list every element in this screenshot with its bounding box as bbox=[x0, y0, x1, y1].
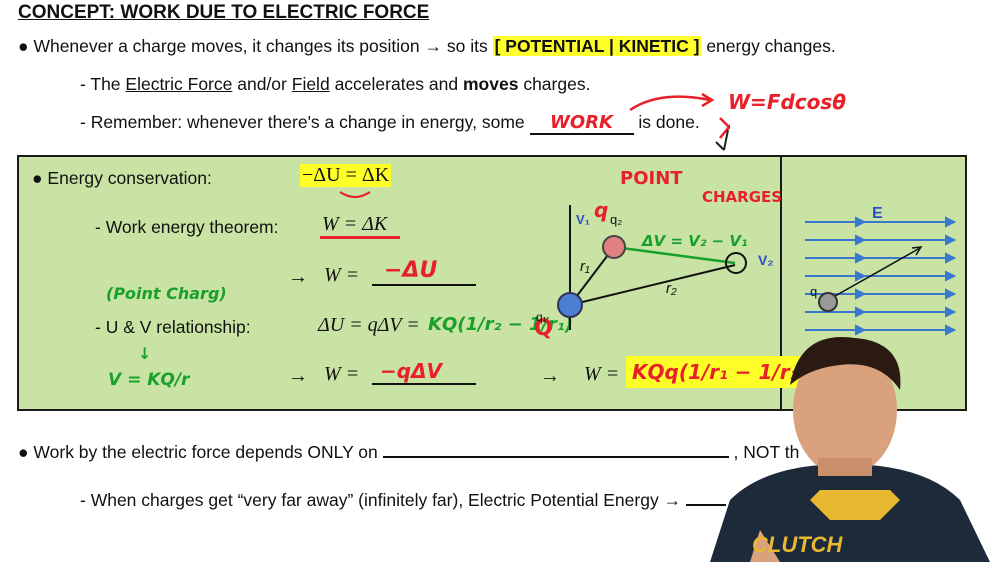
bullet: ● bbox=[18, 36, 29, 56]
intro-suffix: energy changes. bbox=[706, 36, 836, 56]
point-charge-diagram bbox=[557, 205, 747, 330]
end-text: charges. bbox=[523, 74, 591, 94]
presenter-video bbox=[710, 336, 990, 562]
energy-choice-highlight: [ POTENTIAL | KINETIC ] bbox=[492, 36, 702, 56]
e-field-label: E bbox=[872, 205, 883, 222]
point-charges-note: (Point Charg) bbox=[106, 284, 227, 303]
answer-blank-2: −qΔV bbox=[372, 359, 476, 385]
work-energy-label: - Work energy theorem: bbox=[95, 217, 279, 237]
w-answer-2: −qΔV bbox=[380, 359, 443, 383]
uv-equation: ΔU = qΔV = bbox=[318, 314, 420, 336]
v1-label: V₁ bbox=[576, 212, 591, 227]
work-depends-prefix: ● Work by the electric force depends ONL… bbox=[18, 442, 378, 462]
infinitely-far-text: - When charges get “very far away” (infi… bbox=[80, 490, 682, 510]
r2-label: r₂ bbox=[666, 280, 677, 297]
w-fdcos-note: W=Fdcosθ bbox=[728, 90, 847, 114]
down-arrow: ↓ bbox=[138, 344, 152, 363]
answer-blank-1: −ΔU bbox=[372, 258, 476, 286]
electric-force-line: - The Electric Force and/or Field accele… bbox=[80, 74, 590, 95]
work-answer: WORK bbox=[550, 112, 613, 133]
path-blank bbox=[382, 456, 729, 458]
w-equals-2: W = bbox=[324, 363, 360, 385]
work-depends-suffix: , NOT th bbox=[733, 442, 800, 462]
charge-q2-end bbox=[725, 252, 747, 274]
charges-label: CHARGES bbox=[702, 188, 783, 206]
w-equals-3: W = bbox=[584, 363, 620, 385]
q2-label: q₂ bbox=[610, 212, 623, 227]
intro-line: ● Whenever a charge moves, it changes it… bbox=[18, 36, 836, 57]
remember-line: - Remember: whenever there's a change in… bbox=[80, 112, 700, 135]
q1-label: q₁ bbox=[536, 310, 547, 324]
field-term: Field bbox=[291, 74, 330, 94]
arrow-3: → bbox=[540, 365, 560, 387]
shirt-logo-text: CLUTCH bbox=[752, 532, 843, 557]
uv-handwritten: KQ(1/r₂ − 1/r₁) bbox=[428, 314, 574, 335]
red-swap-arrows bbox=[339, 191, 371, 198]
w-answer-1: −ΔU bbox=[384, 258, 438, 283]
uniform-field-diagram bbox=[805, 216, 957, 336]
source-charge bbox=[557, 292, 583, 318]
page-title: CONCEPT: WORK DUE TO ELECTRIC FORCE bbox=[18, 2, 430, 23]
work-energy-eq: W = ΔK bbox=[322, 213, 388, 235]
arrow-2: → bbox=[288, 365, 308, 387]
point-label: POINT bbox=[620, 168, 683, 189]
infinity-blank bbox=[685, 504, 726, 506]
infinitely-far-line: - When charges get “very far away” (infi… bbox=[80, 490, 726, 511]
uv-relationship-label: - U & V relationship: bbox=[95, 317, 251, 337]
red-underline bbox=[320, 236, 400, 239]
q-hand-label: q bbox=[594, 198, 609, 222]
remember-suffix: is done. bbox=[638, 112, 700, 132]
delta-v-label: ΔV = V₂ − V₁ bbox=[642, 232, 748, 250]
electric-force-term: Electric Force bbox=[125, 74, 233, 94]
mid-text: accelerates and bbox=[334, 74, 459, 94]
red-curve-arrow bbox=[629, 92, 730, 151]
dash-text: - The bbox=[80, 74, 121, 94]
energy-conservation-label: ● Energy conservation: bbox=[32, 168, 212, 188]
energy-conservation-eq: −ΔU = ΔK bbox=[300, 164, 392, 187]
w-answer-3: KQq(1/r₁ − 1/r₂) bbox=[632, 360, 808, 384]
and-or-text: and/or bbox=[237, 74, 287, 94]
v2-label: V₂ bbox=[758, 252, 774, 268]
intro-prefix: Whenever a charge moves, it changes its … bbox=[33, 36, 488, 56]
remember-prefix: - Remember: whenever there's a change in… bbox=[80, 112, 525, 132]
final-answer-highlight: KQq(1/r₁ − 1/r₂) bbox=[626, 356, 814, 388]
work-depends-line: ● Work by the electric force depends ONL… bbox=[18, 442, 799, 463]
big-q-label: Q bbox=[534, 316, 553, 341]
arrow-1: → bbox=[288, 266, 308, 288]
w-equals-1: W = bbox=[324, 264, 360, 286]
charge-q2-start bbox=[602, 235, 626, 259]
moves-term: moves bbox=[463, 74, 519, 94]
v-kq-r-note: V = KQ/r bbox=[108, 370, 190, 390]
box-divider bbox=[780, 155, 782, 411]
field-q-label: q bbox=[810, 284, 818, 299]
r1-label: r₁ bbox=[580, 258, 590, 275]
